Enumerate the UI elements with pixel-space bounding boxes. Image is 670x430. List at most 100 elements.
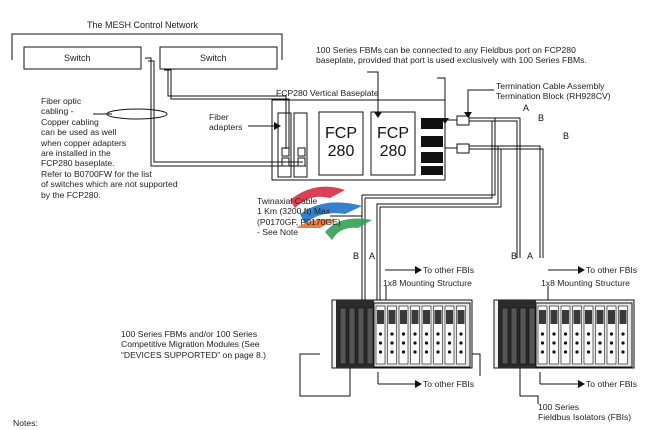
termination-leader — [467, 89, 494, 112]
module-terminal — [575, 341, 579, 345]
fiber-cable-a2 — [148, 60, 303, 163]
module-terminal — [459, 350, 463, 354]
module-terminal — [540, 350, 545, 354]
to-other-fbis-bottom-left: To other FBIs — [423, 379, 475, 389]
vendor-logo-watermark — [290, 186, 372, 240]
module-terminal — [575, 350, 579, 354]
module-terminal — [563, 332, 568, 336]
module-terminal — [540, 332, 545, 336]
module-terminal — [552, 332, 556, 336]
termination-block-1 — [456, 115, 470, 126]
module-indicator — [585, 310, 592, 324]
to-other-fbis-top-left: To other FBIs — [423, 265, 475, 275]
module-terminal — [447, 341, 452, 345]
label-b-top-2: B — [563, 131, 570, 141]
module-terminal — [563, 341, 568, 345]
mesh-network-title: The MESH Control Network — [87, 20, 199, 30]
adapter-port-4 — [297, 157, 306, 167]
baseplate-outline — [271, 99, 446, 181]
fbi-module — [519, 307, 527, 365]
module-terminal — [586, 350, 591, 354]
module-terminal — [540, 341, 545, 345]
label-b-top: B — [538, 113, 545, 123]
fbi-label: 100 Series Fieldbus Isolators (FBIs) — [538, 402, 632, 423]
module-terminal — [621, 341, 625, 345]
module-indicator — [411, 310, 419, 324]
module-terminal — [598, 341, 602, 345]
module-indicator — [400, 310, 407, 324]
fbm-connection-note: 100 Series FBMs can be connected to any … — [316, 45, 587, 66]
module-indicator — [562, 310, 569, 324]
module-terminal — [413, 332, 417, 336]
termination-cable-label: Termination Cable Assembly Termination B… — [496, 81, 611, 102]
bus-cable-b-right — [469, 145, 541, 258]
adapter-port-3 — [297, 147, 306, 157]
module-terminal — [401, 350, 406, 354]
fiber-cable-a — [145, 57, 306, 167]
module-terminal — [563, 350, 568, 354]
fcp280-right: FCP 280 — [377, 125, 409, 160]
module-terminal — [459, 341, 463, 345]
adapter-port-2 — [281, 157, 290, 167]
fbm-note-leader-right — [437, 77, 446, 118]
module-indicator — [539, 310, 546, 324]
fbi-module — [501, 307, 509, 365]
fbi-module — [357, 307, 365, 365]
fbi-module — [339, 307, 347, 365]
module-terminal — [413, 350, 417, 354]
module-indicator — [446, 310, 453, 324]
module-terminal — [621, 332, 625, 336]
module-terminal — [378, 350, 383, 354]
adapter-port-1 — [281, 147, 290, 157]
module-terminal — [609, 350, 614, 354]
module-terminal — [424, 350, 429, 354]
fiber-cable-b2 — [167, 69, 290, 149]
bus-cable-to-left-rack — [362, 118, 496, 196]
mounting-structure-right: 1x8 Mounting Structure — [541, 278, 630, 288]
bus-cable-a-right — [469, 117, 521, 258]
module-terminal — [390, 332, 394, 336]
label-a-top: A — [523, 103, 530, 113]
module-terminal — [621, 350, 625, 354]
module-indicator — [377, 310, 384, 324]
module-terminal — [447, 332, 452, 336]
module-indicator — [619, 310, 627, 324]
label-b-left: B — [353, 251, 360, 261]
module-indicator — [457, 310, 465, 324]
module-terminal — [378, 332, 383, 336]
fbi-module — [366, 307, 374, 365]
module-terminal — [598, 332, 602, 336]
rack-right-slots — [501, 305, 628, 365]
migration-modules-note: 100 Series FBMs and/or 100 Series Compet… — [121, 329, 267, 360]
module-indicator — [388, 310, 396, 324]
notes-heading: Notes: — [13, 418, 38, 428]
label-a-right: A — [527, 251, 534, 261]
module-terminal — [378, 341, 383, 345]
rack-left-slots — [339, 305, 466, 365]
termination-block-2 — [456, 143, 470, 154]
module-terminal — [390, 350, 394, 354]
label-b-right: B — [511, 251, 518, 261]
module-terminal — [436, 350, 440, 354]
fiber-cable-b — [164, 69, 287, 149]
fbi-module — [510, 307, 518, 365]
bus-cable-b-left — [376, 146, 499, 300]
switch-right: Switch — [200, 53, 227, 63]
fbi-module — [348, 307, 356, 365]
module-terminal — [586, 341, 591, 345]
baseplate-fieldbus-ports — [421, 118, 443, 175]
switch-left-box — [23, 46, 142, 70]
module-indicator — [423, 310, 430, 324]
module-indicator — [573, 310, 581, 324]
fiber-adapter-left — [277, 112, 292, 178]
module-indicator — [596, 310, 604, 324]
fiber-adapter-right — [293, 112, 308, 178]
mounting-structure-left: 1x8 Mounting Structure — [383, 278, 472, 288]
fbm-note-leader-left — [367, 71, 379, 112]
to-other-fbis-top-right: To other FBIs — [586, 265, 638, 275]
module-terminal — [390, 341, 394, 345]
module-terminal — [552, 350, 556, 354]
module-terminal — [609, 341, 614, 345]
module-terminal — [609, 332, 614, 336]
module-indicator — [608, 310, 615, 324]
